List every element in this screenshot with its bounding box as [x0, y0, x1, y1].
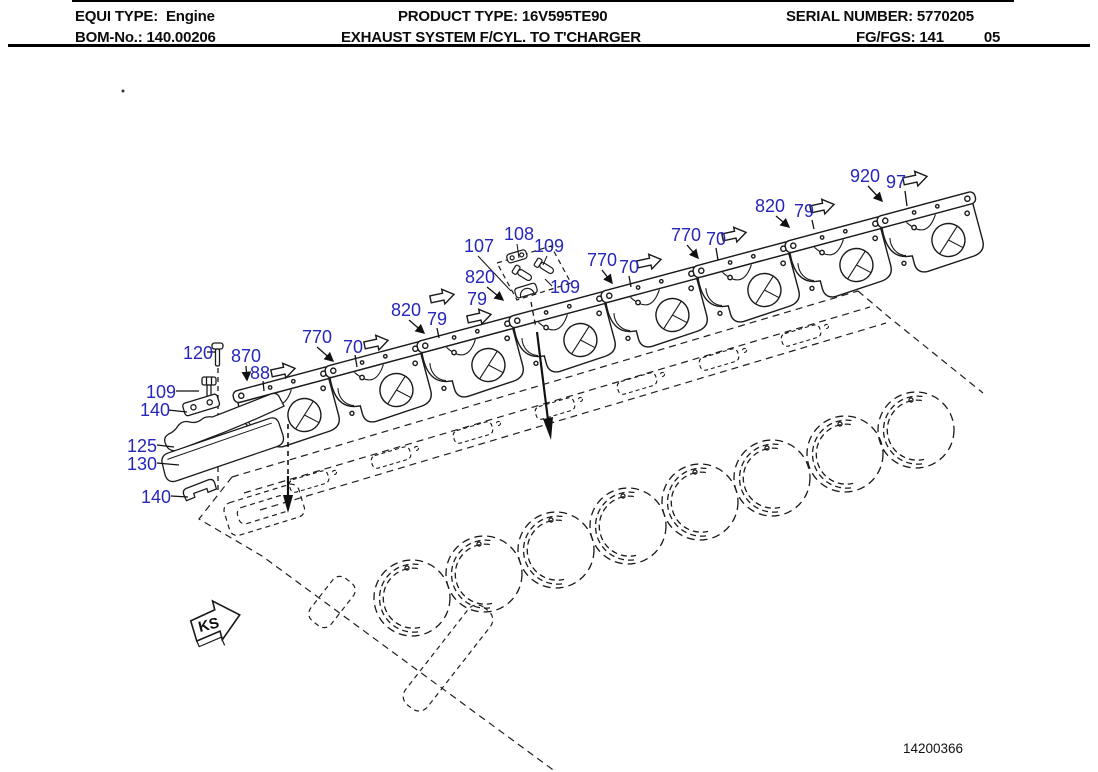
- callout-120: 120: [183, 343, 213, 363]
- left-small-parts: [161, 342, 285, 502]
- callout-125: 125: [127, 436, 157, 456]
- sheet-title: EXHAUST SYSTEM F/CYL. TO T'CHARGER: [341, 29, 641, 46]
- down-arrow-1: [283, 495, 293, 513]
- manifold-section-8: [875, 190, 992, 282]
- ks-label: KS: [197, 614, 221, 636]
- block-front-edge: [198, 476, 557, 772]
- block-front-slot-2: [402, 604, 494, 712]
- callout-870: 870: [231, 346, 261, 366]
- heat-shield-130: [161, 417, 285, 483]
- callout-70-b: 70: [619, 257, 639, 277]
- manifold-section-4: [507, 290, 624, 382]
- serial-number-label: SERIAL NUMBER:: [786, 8, 913, 25]
- bom-no-value: 140.00206: [146, 29, 216, 46]
- exhaust-manifold-sections: [231, 190, 992, 457]
- fg-fgs-field: FG/FGS: 141 05: [856, 29, 1000, 46]
- stud-109-a: [511, 264, 534, 284]
- manifold-section-5: [599, 265, 716, 357]
- callout-107: 107: [464, 236, 494, 256]
- fg-fgs-value: 141: [919, 29, 944, 46]
- callout-79-c: 79: [794, 201, 814, 221]
- page-dot-artifact: [121, 89, 125, 93]
- callout-770-c: 770: [671, 225, 701, 245]
- equi-type-value: Engine: [165, 8, 215, 25]
- callout-770-b: 770: [587, 250, 617, 270]
- equi-type-label: EQUI TYPE:: [75, 8, 159, 25]
- engine-block-outline: [198, 290, 984, 772]
- callout-109-mid: 109: [550, 277, 580, 297]
- block-arrow-79a: [428, 286, 457, 308]
- product-type-field: PRODUCT TYPE: 16V595TE90: [398, 8, 608, 25]
- callout-79-a: 79: [427, 309, 447, 329]
- fastener-detail-box: [496, 245, 572, 301]
- callout-leaders: [156, 185, 908, 498]
- callout-109-left: 109: [146, 382, 176, 402]
- block-arrow-70a: [362, 332, 391, 354]
- callout-97: 97: [886, 172, 906, 192]
- clamp-140-bottom: [182, 478, 218, 502]
- manifold-section-3: [415, 315, 532, 407]
- part-callouts: 120 870 88 109 140 125 130 140 770 70 82…: [127, 166, 906, 507]
- manifold-section-2: [323, 340, 440, 432]
- callout-820-c: 820: [755, 196, 785, 216]
- product-type-label: PRODUCT TYPE:: [398, 8, 518, 25]
- serial-number-field: SERIAL NUMBER: 5770205: [786, 8, 974, 25]
- fg-fgs-sheet: 05: [983, 29, 1001, 46]
- figure-number: 14200366: [903, 741, 963, 756]
- cylinder-bores: [373, 391, 955, 637]
- plate-140-top: [182, 393, 221, 417]
- block-arrow-70b: [635, 251, 664, 273]
- equi-type-field: EQUI TYPE: Engine: [75, 8, 215, 25]
- screw-120: [211, 342, 224, 367]
- detail-box-frame: [496, 245, 572, 301]
- header-rule: [8, 44, 1090, 47]
- serial-number-value: 5770205: [916, 8, 974, 25]
- product-type-value: 16V595TE90: [521, 8, 608, 25]
- callout-920: 920: [850, 166, 880, 186]
- callout-70-a: 70: [343, 337, 363, 357]
- callout-140-top: 140: [140, 400, 170, 420]
- down-arrow-2: [543, 417, 553, 440]
- callout-108: 108: [504, 224, 534, 244]
- bom-no-label: BOM-No.:: [75, 29, 143, 46]
- callout-70-c: 70: [706, 229, 726, 249]
- block-right-edge: [857, 290, 984, 394]
- assembly-arrows: [283, 301, 553, 513]
- clamp-108: [506, 249, 528, 264]
- fg-fgs-label: FG/FGS:: [856, 29, 916, 46]
- callout-140-bottom: 140: [141, 487, 171, 507]
- ks-direction-arrow: KS: [189, 599, 241, 648]
- bom-no-field: BOM-No.: 140.00206: [75, 29, 216, 46]
- callout-820-a: 820: [391, 300, 421, 320]
- callout-770-a: 770: [302, 327, 332, 347]
- block-left-pad: [223, 483, 306, 537]
- heat-shield-125: [163, 392, 285, 452]
- page-top-border: [72, 0, 1014, 2]
- clamp-107: [514, 282, 538, 299]
- callout-130: 130: [127, 454, 157, 474]
- manifold-section-7: [783, 215, 900, 307]
- manifold-section-6: [691, 240, 808, 332]
- block-front-slot-1: [308, 575, 356, 629]
- callout-109-box: 109: [534, 236, 564, 256]
- callout-88: 88: [250, 363, 270, 383]
- callout-79-b: 79: [467, 289, 487, 309]
- stud-109-b: [533, 257, 556, 277]
- callout-820-b: 820: [465, 267, 495, 287]
